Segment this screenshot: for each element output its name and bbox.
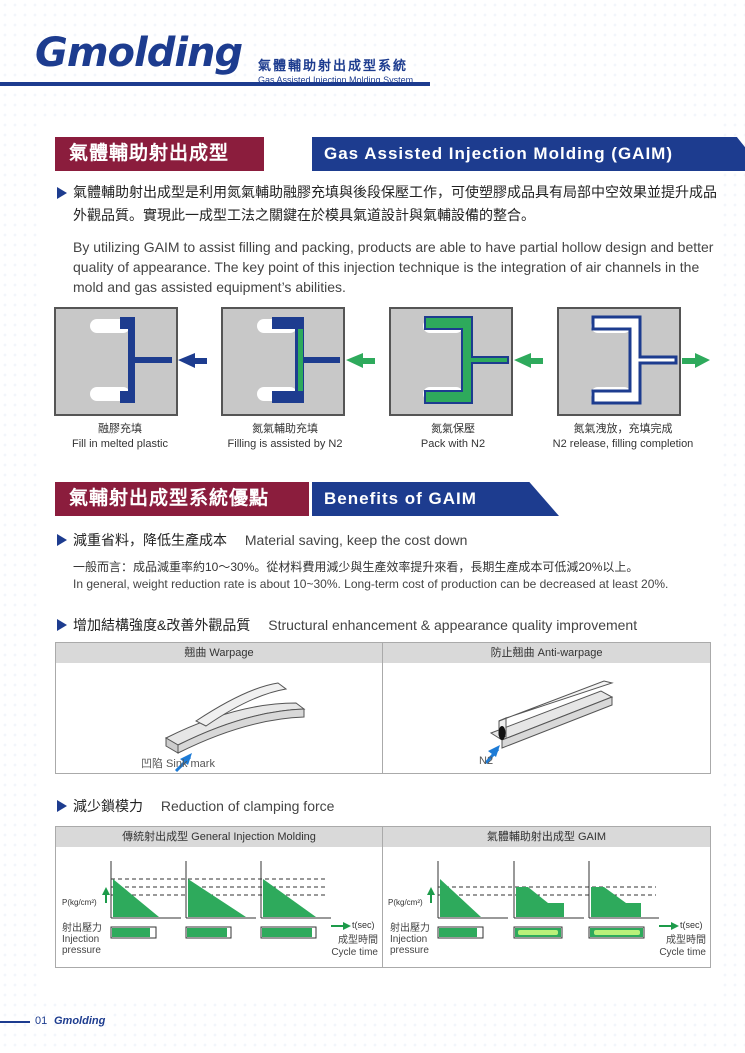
- benefit-2-title-en: Structural enhancement & appearance qual…: [268, 617, 638, 633]
- injection-en-1: Injection: [390, 934, 428, 945]
- clamping-table: 傳統射出成型 General Injection Molding 氣體輔助射出成…: [55, 826, 711, 968]
- page-number: 01: [35, 1015, 48, 1027]
- benefit-3-title-zh: 減少鎖模力: [73, 798, 143, 814]
- cycle-time-zh: 成型時間: [666, 935, 706, 946]
- section2-banner: 氣輔射出成型系統優點 Benefits of GAIM: [55, 482, 559, 516]
- step-4-en: N2 release, filling completion: [552, 438, 694, 450]
- benefit-1-body-zh: 一般而言：成品減重率約10～30%。從材料費用減少與生產效率提升來看，長期生產成…: [73, 560, 639, 574]
- header-title-en: Gas Assisted Injection Molding System: [258, 75, 414, 85]
- step-1-diagram: [54, 307, 207, 416]
- process-diagram: [54, 307, 710, 416]
- bullet-arrow-icon: [57, 534, 67, 546]
- benefit-3-title: 減少鎖模力 Reduction of clamping force: [73, 796, 334, 816]
- general-molding-header: 傳統射出成型 General Injection Molding: [56, 827, 383, 847]
- section1-banner: 氣體輔助射出成型 Gas Assisted Injection Molding …: [55, 137, 745, 171]
- injection-en-2: pressure: [62, 945, 101, 956]
- step-3-caption: 氮氣保壓 Pack with N2: [378, 422, 528, 452]
- step-3-en: Pack with N2: [420, 438, 486, 450]
- step-4-diagram: [557, 307, 710, 416]
- step-2-caption: 氮氣輔助充填 Filling is assisted by N2: [210, 422, 360, 452]
- sink-mark-label: 凹陷 Sink mark: [141, 758, 215, 770]
- warped-beam: [164, 682, 306, 754]
- table-divider: [382, 663, 383, 773]
- brand-logo: Gmolding: [35, 30, 243, 76]
- section1-title-zh: 氣體輔助射出成型: [55, 137, 264, 171]
- footer-rule: [0, 1021, 30, 1023]
- sink-mark-arrow-icon: [174, 753, 192, 773]
- n2-arrow-icon: [484, 745, 500, 764]
- pressure-charts: [102, 861, 679, 939]
- step-1-zh: 融膠充填: [98, 423, 142, 435]
- step-2-zh: 氮氣輔助充填: [252, 423, 318, 435]
- benefit-2-title: 增加結構強度&改善外觀品質 Structural enhancement & a…: [73, 615, 637, 635]
- cycle-time-label-right: 成型時間 Cycle time: [646, 935, 706, 959]
- injection-pressure-label-left: 射出壓力 Injection pressure: [62, 923, 102, 956]
- header-title-zh: 氣體輔助射出成型系統: [258, 58, 409, 73]
- benefit-2-title-zh: 增加結構強度&改善外觀品質: [73, 617, 251, 633]
- step-4-caption: 氮氣洩放，充填完成 N2 release, filling completion: [538, 422, 708, 452]
- injection-en-2: pressure: [390, 945, 429, 956]
- injection-zh: 射出壓力: [62, 923, 102, 934]
- general-pressure-chart: [102, 861, 351, 939]
- cycle-time-zh: 成型時間: [338, 935, 378, 946]
- gaim-pressure-chart: [427, 861, 679, 939]
- step-4-zh: 氮氣洩放，充填完成: [573, 423, 673, 435]
- benefit-3-title-en: Reduction of clamping force: [160, 798, 335, 814]
- x-axis-label-right: t(sec): [680, 920, 703, 930]
- injection-zh: 射出壓力: [390, 923, 430, 934]
- intro-en: By utilizing GAIM to assist filling and …: [73, 239, 714, 295]
- step-3-zh: 氮氣保壓: [431, 423, 475, 435]
- step-2-diagram: [221, 307, 375, 416]
- step-1-en: Fill in melted plastic: [72, 438, 168, 450]
- benefit-1-title-zh: 減重省料，降低生產成本: [73, 532, 227, 548]
- bullet-arrow-icon: [57, 187, 67, 199]
- y-axis-label-right: P(kg/cm²): [388, 898, 423, 907]
- footer-brand: Gmolding: [54, 1015, 106, 1027]
- benefit-1-title-en: Material saving, keep the cost down: [244, 532, 468, 548]
- x-axis-label-left: t(sec): [352, 920, 375, 930]
- step-3-diagram: [389, 307, 543, 416]
- warpage-header: 翹曲 Warpage: [56, 643, 383, 663]
- injection-en-1: Injection: [62, 934, 100, 945]
- step-1-caption: 融膠充填 Fill in melted plastic: [45, 422, 195, 452]
- step-2-en: Filling is assisted by N2: [227, 438, 343, 450]
- cycle-time-en: Cycle time: [659, 947, 706, 958]
- warpage-illustration: [164, 680, 614, 773]
- warpage-table: 翹曲 Warpage 防止翹曲 Anti-warpage 凹陷 Sink mar…: [55, 642, 711, 774]
- benefit-1-body-en: In general, weight reduction rate is abo…: [73, 577, 669, 591]
- anti-warpage-header: 防止翹曲 Anti-warpage: [383, 643, 710, 663]
- cycle-time-label-left: 成型時間 Cycle time: [318, 935, 378, 959]
- section2-title-en: Benefits of GAIM: [312, 482, 559, 516]
- y-axis-label-left: P(kg/cm²): [62, 898, 97, 907]
- benefit-1-title: 減重省料，降低生產成本 Material saving, keep the co…: [73, 530, 467, 550]
- injection-pressure-label-right: 射出壓力 Injection pressure: [390, 923, 430, 956]
- table-divider: [382, 847, 383, 967]
- bullet-arrow-icon: [57, 619, 67, 631]
- section1-title-en: Gas Assisted Injection Molding (GAIM): [312, 137, 745, 171]
- intro-zh: 氣體輔助射出成型是利用氮氣輔助融膠充填與後段保壓工作，可使塑膠成品具有局部中空效…: [73, 184, 717, 223]
- bullet-arrow-icon: [57, 800, 67, 812]
- cycle-time-en: Cycle time: [331, 947, 378, 958]
- header-rule: [0, 82, 430, 86]
- straight-beam: [489, 680, 614, 749]
- gaim-header: 氣體輔助射出成型 GAIM: [383, 827, 710, 847]
- section2-title-zh: 氣輔射出成型系統優點: [55, 482, 309, 516]
- n2-label: N2: [479, 755, 494, 767]
